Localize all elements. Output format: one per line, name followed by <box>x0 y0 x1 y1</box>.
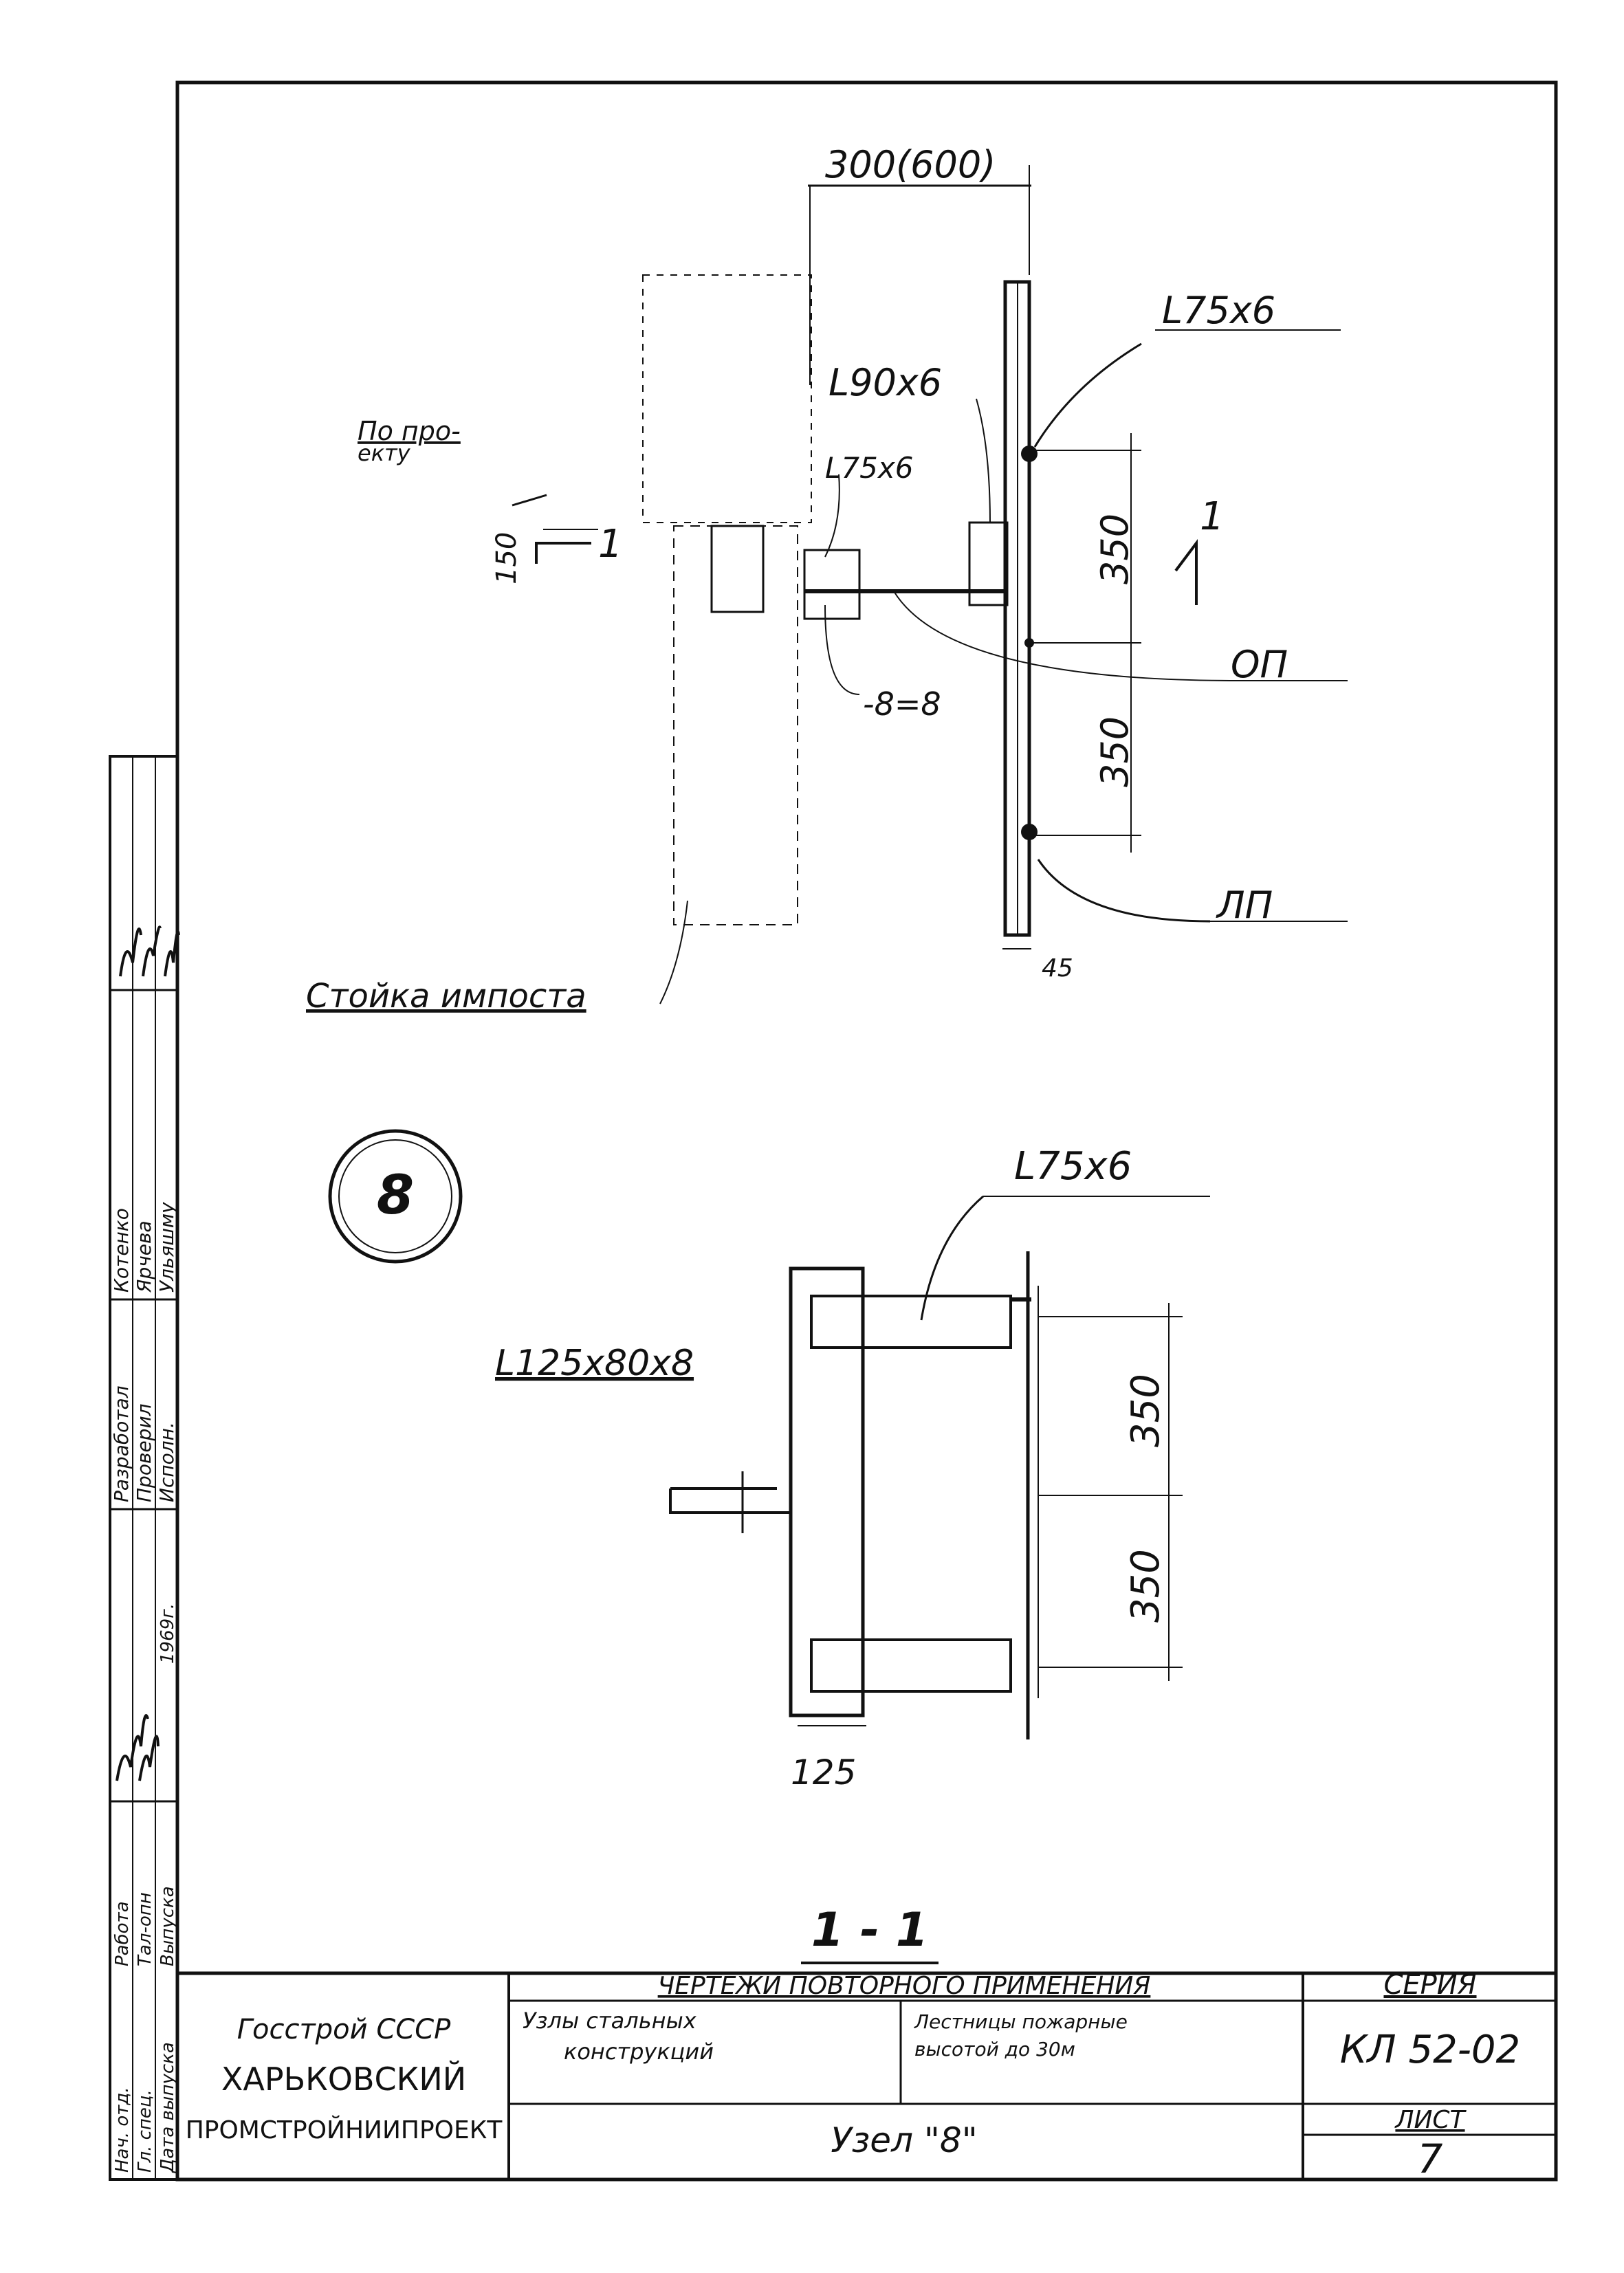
tb-object-2: высотой до 30м <box>914 2038 1075 2061</box>
bolt-top <box>1021 446 1038 462</box>
stamp-col2-c: Выпуска <box>157 1886 178 1966</box>
section-web-plate <box>789 1266 865 1717</box>
tb-header: ЧЕРТЕЖИ ПОВТОРНОГО ПРИМЕНЕНИЯ <box>658 1972 1151 2000</box>
stamp-year: 1969г. <box>157 1603 178 1664</box>
stamp-col2-a: Работа <box>112 1901 133 1966</box>
label-op: ОП <box>1231 643 1288 686</box>
tb-node-title: Узел "8" <box>831 2120 977 2160</box>
mullion-post <box>673 525 798 925</box>
label-by-project-1: По про- <box>358 416 461 446</box>
leader-op <box>893 591 1238 681</box>
by-project-arrow <box>512 494 547 507</box>
tb-subject-2: конструкций <box>564 2039 714 2065</box>
signature-3 <box>119 927 142 977</box>
stamp-col4-a: Разработал <box>110 1385 133 1502</box>
label-mullion-post: Стойка импоста <box>306 977 586 1015</box>
leader-plate <box>824 604 860 695</box>
section-mark-left: 1 <box>598 522 623 567</box>
section-l125-angle <box>669 1487 791 1514</box>
section-mark-right: 1 <box>1200 494 1225 539</box>
angle-l90-cleat <box>968 521 1009 606</box>
stamp-col5-b: Ярчева <box>133 1220 155 1293</box>
dim-text-125: 125 <box>791 1753 856 1792</box>
bolt-bottom <box>1021 824 1038 840</box>
label-l90x6: L90x6 <box>829 361 942 404</box>
dim-text-350-upper: 350 <box>1093 514 1137 584</box>
leader-lp <box>1037 859 1211 923</box>
tb-org-line3: ПРОМСТРОЙНИИПРОЕКТ <box>186 2116 503 2144</box>
dim-text-300-600: 300(600) <box>825 143 996 186</box>
stamp-col1-a: Нач. отд. <box>112 2087 133 2173</box>
section-title: 1 - 1 <box>811 1903 928 1957</box>
signature-1 <box>116 1714 149 1781</box>
signature-2 <box>138 1735 160 1781</box>
label-section-l75x6: L75x6 <box>1014 1144 1132 1189</box>
dim-text-150: 150 <box>491 532 523 584</box>
node-circle-inner <box>338 1139 452 1253</box>
stamp-col1-b: Гл. спец. <box>135 2089 155 2173</box>
signature-5 <box>164 930 180 977</box>
tb-series-label: СЕРИЯ <box>1383 1969 1476 2001</box>
tb-subject-1: Узлы стальных <box>523 2008 697 2034</box>
stamp-col5-c: Ульяшму <box>155 1202 178 1293</box>
label-by-project-2: екту <box>358 440 411 466</box>
bolt-mid <box>1024 638 1034 648</box>
sec-dim-text-350-upper: 350 <box>1123 1374 1168 1447</box>
sec-dim-text-350-lower: 350 <box>1123 1549 1168 1623</box>
stamp-col1-c: Дата выпуска <box>157 2042 178 2173</box>
label-l75x6-mid: L75x6 <box>825 451 913 485</box>
section-top-angle <box>810 1295 1012 1349</box>
stamp-col4-b: Проверил <box>133 1403 155 1502</box>
dim-text-350-lower: 350 <box>1093 716 1137 787</box>
tb-sheet-label: ЛИСТ <box>1394 2106 1467 2134</box>
node-circle <box>328 1129 463 1264</box>
stamp-col4-c: Исполн. <box>155 1422 178 1502</box>
tb-org-line2: ХАРЬКОВСКИЙ <box>221 2061 466 2098</box>
tb-series-value: КЛ 52-02 <box>1340 2028 1520 2072</box>
section-bottom-angle <box>810 1638 1012 1693</box>
stamp-col5-a: Котенко <box>110 1208 133 1293</box>
side-stamp-frame <box>109 755 179 2181</box>
leader-l90x6 <box>976 398 991 523</box>
leader-section-l75 <box>920 1195 984 1321</box>
label-lp: ЛП <box>1216 883 1273 927</box>
stamp-col2-b: Тал-опн <box>135 1892 155 1966</box>
leader-l75x6-top <box>1033 342 1142 448</box>
tb-object-1: Лестницы пожарные <box>914 2010 1128 2033</box>
post-top-plate <box>710 525 765 613</box>
leader-post <box>659 900 688 1004</box>
label-l75x6-top: L75x6 <box>1162 289 1275 332</box>
label-l125x80x8: L125x80x8 <box>495 1343 694 1384</box>
node-number: 8 <box>377 1165 414 1227</box>
signature-4 <box>142 925 162 977</box>
wall-outline <box>642 274 812 523</box>
tb-org-line1: Госстрой СССР <box>237 2014 451 2045</box>
dim-text-45: 45 <box>1042 954 1073 982</box>
leader-l75x6-mid <box>824 474 840 558</box>
section-arrow-left <box>535 542 591 564</box>
section-arrow-right <box>1174 539 1198 605</box>
connection-plate <box>803 549 861 620</box>
label-plate: -8=8 <box>863 685 941 723</box>
tb-sheet-value: 7 <box>1418 2135 1443 2182</box>
